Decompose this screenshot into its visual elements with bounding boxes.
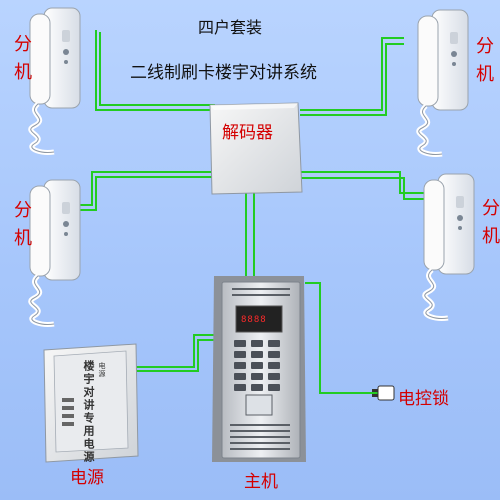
keypad-key — [268, 362, 280, 369]
extension-label-top-left: 分机 — [11, 34, 32, 90]
main-unit-display: 8888 — [241, 315, 267, 325]
wiring — [78, 30, 432, 394]
keypad-key — [234, 351, 246, 358]
keypad-key — [268, 340, 280, 347]
keypad-key — [251, 362, 263, 369]
keypad-key — [251, 384, 263, 391]
keypad-key — [268, 351, 280, 358]
keypad-key — [251, 351, 263, 358]
decoder-box — [209, 102, 303, 195]
keypad-key — [251, 340, 263, 347]
keypad-key — [234, 362, 246, 369]
extension-label-top-right: 分机 — [473, 36, 494, 92]
title-line-2: 二线制刷卡楼宇对讲系统 — [130, 63, 317, 83]
keypad-key — [234, 340, 246, 347]
electric-lock-plug — [372, 385, 395, 401]
keypad-key — [234, 384, 246, 391]
keypad — [234, 340, 280, 391]
keypad-key — [251, 373, 263, 380]
main-unit-panel — [212, 276, 306, 462]
keypad-key — [268, 384, 280, 391]
power-supply-label: 电源 — [70, 468, 104, 488]
title-line-1: 四户套装 — [198, 18, 263, 37]
main-unit-label: 主机 — [244, 472, 278, 492]
power-supply-panel-brand: 电源 — [98, 362, 106, 378]
extension-phone-top-left — [30, 8, 80, 152]
power-supply-panel-text: 楼宇对讲专用电源 — [82, 360, 95, 464]
extension-label-bottom-right: 分机 — [479, 198, 500, 254]
power-supply-unit — [43, 343, 139, 463]
decoder-label: 解码器 — [222, 123, 273, 143]
keypad-key — [268, 373, 280, 380]
extension-phone-bottom-right — [424, 174, 474, 318]
keypad-key — [234, 373, 246, 380]
lock-label: 电控锁 — [398, 389, 449, 409]
extension-phone-top-right — [418, 10, 468, 154]
extension-phone-bottom-left — [30, 180, 80, 324]
extension-label-bottom-left: 分机 — [11, 200, 32, 256]
